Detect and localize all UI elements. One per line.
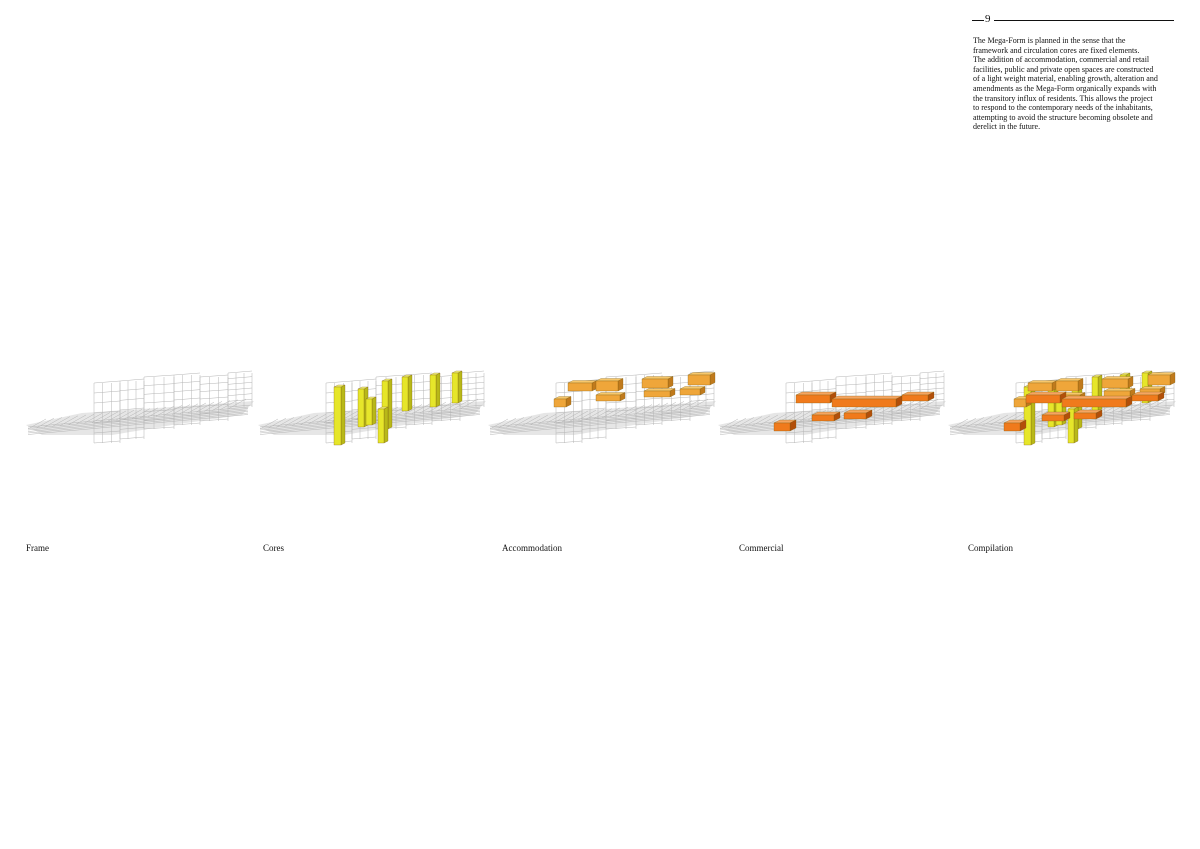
caption-accommodation: Accommodation: [502, 543, 562, 553]
compilation-diagram: [944, 355, 1180, 465]
accommodation-box: [553, 396, 572, 408]
commercial-group: [773, 391, 935, 432]
commercial-box: [795, 391, 837, 404]
intro-line: to respond to the contemporary needs of …: [973, 103, 1153, 113]
accommodation-diagram: [484, 355, 720, 465]
intro-line: The Mega-Form is planned in the sense th…: [973, 36, 1126, 45]
commercial-box: [773, 419, 797, 432]
accommodation-box: [641, 376, 674, 389]
commercial-group: [1003, 391, 1165, 432]
intro-line: the transitory influx of residents. This…: [973, 93, 1153, 103]
frame-grid: [27, 370, 253, 444]
commercial-illustration: [718, 370, 946, 444]
accommodation-box: [687, 372, 716, 386]
core-box: [451, 370, 463, 404]
commercial-box: [1061, 395, 1133, 408]
commercial-box: [811, 411, 841, 422]
commercial-box: [1041, 411, 1071, 422]
intro-line: amendments as the Mega-Form organically …: [973, 83, 1157, 93]
accommodation-box: [679, 386, 706, 396]
page-number-rule: 9: [972, 13, 1176, 26]
core-box: [401, 374, 413, 412]
accommodation-box: [1101, 376, 1134, 389]
core-box: [377, 406, 389, 444]
page-header: 9 The Mega-Form is planned in the sense …: [972, 13, 1176, 132]
caption-cores: Cores: [263, 543, 284, 553]
intro-line: attempting to avoid the structure becomi…: [973, 112, 1153, 122]
commercial-box: [843, 409, 873, 420]
caption-frame: Frame: [26, 543, 49, 553]
intro-line: derelict in the future.: [973, 122, 1041, 132]
accommodation-illustration: [488, 370, 716, 444]
commercial-box: [901, 391, 935, 402]
cores-illustration: [258, 370, 486, 446]
rule-left: [972, 20, 984, 21]
frame-diagram: [22, 355, 258, 465]
commercial-box: [1131, 391, 1165, 402]
core-box: [365, 396, 377, 426]
commercial-box: [1003, 419, 1027, 432]
frame-illustration: [26, 370, 254, 444]
intro-line: The addition of accommodation, commercia…: [973, 55, 1150, 65]
commercial-box: [1073, 409, 1103, 420]
accommodation-box: [1103, 388, 1136, 398]
accommodation-box: [1055, 378, 1084, 392]
cores-diagram: [254, 355, 490, 465]
caption-compilation: Compilation: [968, 543, 1013, 553]
accommodation-group: [553, 372, 716, 408]
compilation-illustration: [948, 370, 1176, 446]
accommodation-box: [595, 392, 626, 402]
intro-line: facilities, public and private open spac…: [973, 64, 1154, 74]
commercial-box: [831, 395, 903, 408]
page-number: 9: [985, 13, 991, 25]
core-box: [429, 372, 441, 408]
core-box: [333, 384, 346, 446]
rule-right: [994, 20, 1174, 21]
accommodation-box: [1027, 380, 1058, 392]
intro-line: of a light weight material, enabling gro…: [973, 74, 1158, 84]
accommodation-box: [643, 388, 676, 398]
intro-line: framework and circulation cores are fixe…: [973, 45, 1140, 55]
accommodation-box: [595, 378, 624, 392]
commercial-box: [1025, 391, 1067, 404]
accommodation-box: [567, 380, 598, 392]
caption-commercial: Commercial: [739, 543, 784, 553]
accommodation-box: [1147, 372, 1176, 386]
commercial-diagram: [714, 355, 950, 465]
cores-group: [333, 370, 463, 446]
intro-paragraph: The Mega-Form is planned in the sense th…: [973, 36, 1171, 132]
